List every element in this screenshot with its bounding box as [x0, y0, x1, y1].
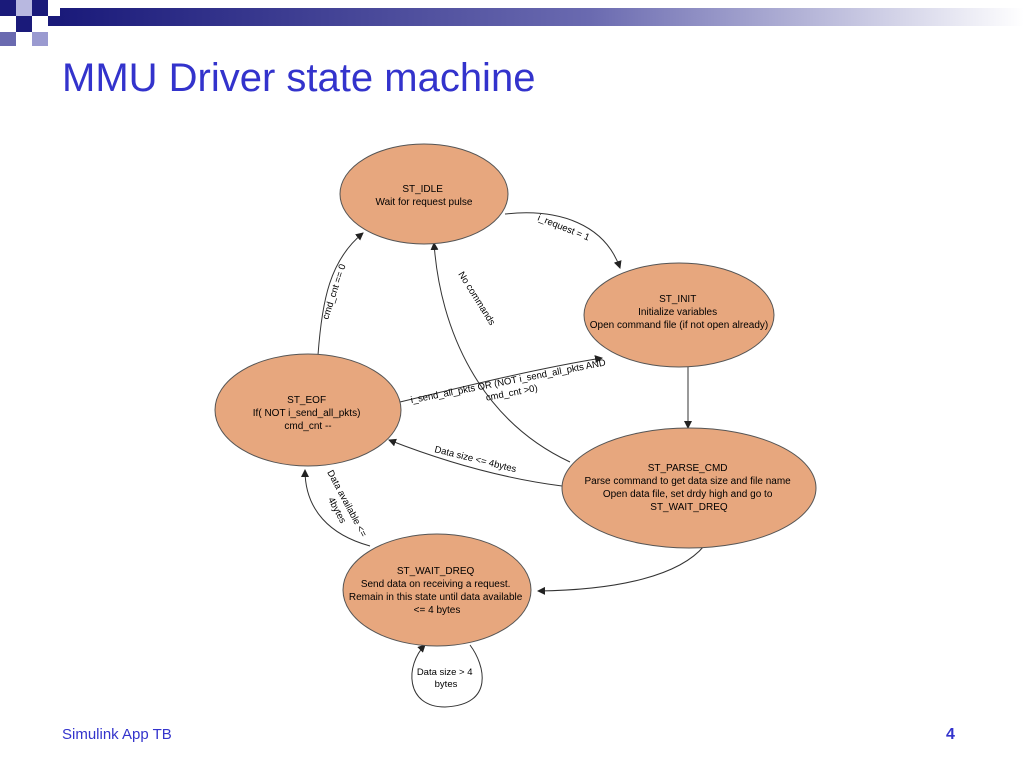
footer-text: Simulink App TB — [62, 726, 172, 743]
state-wait-line3: <= 4 bytes — [414, 605, 461, 616]
state-parse-line2: Open data file, set drdy high and go to — [603, 489, 773, 500]
label-self-loop: Data size > 4 bytes — [417, 667, 475, 690]
svg-text:ST_PARSE_CMD Parse comma: ST_PARSE_CMD Parse command to get data s… — [584, 463, 793, 513]
state-idle-name: ST_IDLE — [402, 184, 443, 195]
svg-text:ST_WAIT_DREQ Send data o: ST_WAIT_DREQ Send data on receiving a re… — [349, 566, 525, 616]
state-eof-line1: If( NOT i_send_all_pkts) — [253, 408, 361, 419]
edge-eof-to-init — [399, 355, 603, 403]
header-gradient-bar — [60, 8, 1024, 26]
label-cmd-cnt-zero: cmd_cnt == 0 — [320, 263, 348, 321]
state-eof-name: ST_EOF — [287, 395, 326, 406]
state-parse-name: ST_PARSE_CMD — [648, 463, 728, 474]
state-idle-desc: Wait for request pulse — [376, 197, 473, 208]
label-send-all: i_send_all_pkts OR (NOT i_send_all_pkts … — [410, 357, 612, 418]
state-idle: ST_IDLE Wait for request pulse — [339, 143, 509, 245]
state-wait-name: ST_WAIT_DREQ — [397, 566, 475, 577]
svg-text:ST_EOF If( NOT i_send_al: ST_EOF If( NOT i_send_all_pkts) cmd_cnt … — [253, 395, 363, 432]
edge-wait-to-eof — [301, 469, 371, 547]
edge-parse-to-eof — [388, 438, 563, 487]
label-self-loop-line2: bytes — [435, 679, 458, 690]
edge-idle-to-init — [504, 212, 622, 269]
state-init-line1: Initialize variables — [638, 307, 717, 318]
label-self-loop-line1: Data size > 4 — [417, 667, 473, 678]
edge-parse-to-wait — [537, 545, 705, 595]
state-eof: ST_EOF If( NOT i_send_all_pkts) cmd_cnt … — [214, 353, 402, 467]
slide-title: MMU Driver state machine — [62, 56, 536, 100]
state-parse-cmd: ST_PARSE_CMD Parse command to get data s… — [561, 427, 817, 549]
state-wait-line2: Remain in this state until data availabl… — [349, 592, 523, 603]
page-number: 4 — [946, 726, 955, 743]
label-no-commands: No commands — [455, 270, 497, 328]
edge-eof-to-idle — [317, 232, 364, 356]
svg-text:ST_IDLE Wait for request: ST_IDLE Wait for request pulse — [376, 184, 473, 208]
state-wait-line1: Send data on receiving a request. — [361, 579, 511, 590]
state-wait-dreq: ST_WAIT_DREQ Send data on receiving a re… — [342, 533, 532, 647]
header-squares — [0, 0, 60, 46]
state-init: ST_INIT Initialize variables Open comman… — [583, 262, 775, 368]
svg-text:ST_INIT Initialize varia: ST_INIT Initialize variables Open comman… — [590, 294, 768, 331]
edge-parse-to-idle — [430, 242, 571, 463]
header-decoration — [0, 0, 1024, 46]
state-init-name: ST_INIT — [659, 294, 696, 305]
edge-wait-self-loop — [411, 644, 483, 708]
state-init-line2: Open command file (if not open already) — [590, 320, 768, 331]
state-parse-line1: Parse command to get data size and file … — [584, 476, 791, 487]
state-parse-line3: ST_WAIT_DREQ — [650, 502, 728, 513]
state-eof-line2: cmd_cnt -- — [284, 421, 331, 432]
